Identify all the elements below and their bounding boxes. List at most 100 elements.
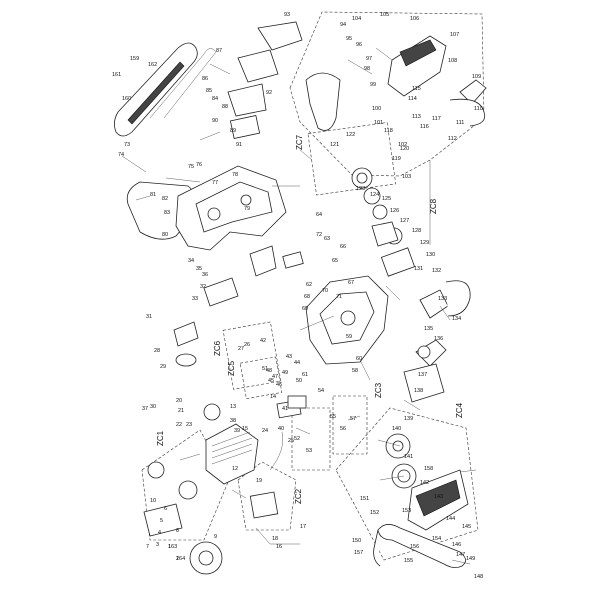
part-number-label: 114 — [408, 96, 417, 102]
part-number-label: 92 — [266, 90, 272, 96]
part-number-label: 110 — [474, 106, 483, 112]
part-number-label: 78 — [232, 172, 238, 178]
part-number-label: 103 — [402, 174, 411, 180]
group-outline-zc4 — [335, 407, 479, 561]
part-number-label: 136 — [434, 336, 443, 342]
group-outline-zc5 — [239, 356, 283, 400]
part-number-label: 81 — [150, 192, 156, 198]
air-filter-assembly — [227, 21, 303, 139]
part-number-label: 93 — [284, 12, 290, 18]
part-number-label: 104 — [352, 16, 361, 22]
part-number-label: 152 — [370, 510, 379, 516]
part-number-label: 146 — [452, 542, 461, 548]
part-number-label: 40 — [278, 426, 284, 432]
part-number-label: 125 — [382, 196, 391, 202]
leader-lines — [121, 47, 477, 565]
part-number-label: 85 — [206, 88, 212, 94]
part-number-label: 65 — [332, 258, 338, 264]
group-label-zc6: ZC6 — [213, 340, 222, 356]
part-number-label: 15 — [242, 426, 248, 432]
part-number-label: 163 — [168, 544, 177, 550]
part-number-label: 37 — [142, 406, 148, 412]
part-number-label: 76 — [196, 162, 202, 168]
part-number-label: 153 — [402, 508, 411, 514]
part-number-label: 56 — [340, 426, 346, 432]
part-number-label: 77 — [212, 180, 218, 186]
part-number-label: 39 — [234, 428, 240, 434]
part-number-label: 144 — [446, 516, 455, 522]
part-number-label: 17 — [300, 524, 306, 530]
part-number-label: 151 — [360, 496, 369, 502]
rear-handle-assembly — [305, 35, 487, 131]
part-number-label: 34 — [188, 258, 194, 264]
part-number-label: 24 — [262, 428, 268, 434]
part-number-label: 9 — [214, 534, 217, 540]
group-outline-zc2 — [237, 461, 297, 531]
part-number-label: 44 — [294, 360, 300, 366]
part-number-label: 73 — [124, 142, 130, 148]
part-number-label: 161 — [112, 72, 121, 78]
part-number-label: 122 — [346, 132, 355, 138]
part-number-label: 115 — [412, 86, 421, 92]
part-number-label: 83 — [164, 210, 170, 216]
part-number-label: 27 — [238, 346, 244, 352]
part-number-label: 70 — [322, 288, 328, 294]
part-number-label: 99 — [370, 82, 376, 88]
part-number-label: 128 — [412, 228, 421, 234]
part-number-label: 64 — [316, 212, 322, 218]
part-number-label: 12 — [232, 466, 238, 472]
part-number-label: 4 — [158, 530, 161, 536]
group-label-zc8: ZC8 — [429, 198, 438, 214]
engine-housing — [305, 275, 389, 365]
part-number-label: 105 — [380, 12, 389, 18]
part-number-label: 164 — [176, 556, 185, 562]
part-number-label: 148 — [474, 574, 483, 580]
part-number-label: 31 — [146, 314, 152, 320]
part-number-label: 116 — [420, 124, 429, 130]
part-number-label: 43 — [286, 354, 292, 360]
part-number-label: 35 — [196, 266, 202, 272]
group-label-zc4: ZC4 — [455, 402, 464, 418]
part-number-label: 87 — [216, 48, 222, 54]
group-label-zc2: ZC2 — [294, 488, 303, 504]
group-outline-zc1 — [141, 429, 229, 541]
part-number-label: 156 — [410, 544, 419, 550]
part-number-label: 51 — [262, 366, 268, 372]
part-number-label: 60 — [356, 356, 362, 362]
crankshaft-flywheel — [143, 461, 223, 575]
part-number-label: 126 — [390, 208, 399, 214]
group-label-zc1: ZC1 — [156, 430, 165, 446]
part-number-label: 72 — [316, 232, 322, 238]
part-number-label: 50 — [296, 378, 302, 384]
part-number-label: 140 — [392, 426, 401, 432]
part-number-label: 108 — [448, 58, 457, 64]
part-number-label: 129 — [420, 240, 429, 246]
part-number-label: 142 — [420, 480, 429, 486]
part-number-label: 16 — [276, 544, 282, 550]
part-number-label: 143 — [434, 494, 443, 500]
part-number-label: 58 — [352, 368, 358, 374]
part-number-label: 123 — [356, 186, 365, 192]
saw-chain — [149, 48, 217, 119]
part-number-label: 20 — [176, 398, 182, 404]
part-number-label: 7 — [146, 544, 149, 550]
misc-parts — [173, 245, 307, 409]
part-number-label: 89 — [230, 128, 236, 134]
starter-assembly — [385, 433, 469, 531]
part-number-label: 29 — [160, 364, 166, 370]
part-number-label: 97 — [366, 56, 372, 62]
group-label-zc7: ZC7 — [295, 134, 304, 150]
part-number-label: 90 — [212, 118, 218, 124]
part-number-label: 117 — [432, 116, 441, 122]
carburetor — [371, 221, 471, 319]
part-number-label: 10 — [150, 498, 156, 504]
part-number-label: 160 — [122, 96, 131, 102]
part-number-label: 36 — [202, 272, 208, 278]
part-number-label: 132 — [432, 268, 441, 274]
part-number-label: 130 — [426, 252, 435, 258]
part-number-label: 67 — [348, 280, 354, 286]
group-outline-zc7 — [307, 122, 397, 196]
part-number-label: 155 — [404, 558, 413, 564]
part-number-label: 75 — [188, 164, 194, 170]
